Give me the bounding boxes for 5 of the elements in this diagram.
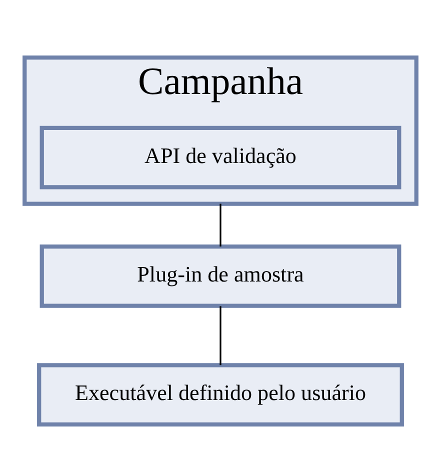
node-box: API de validação [40, 126, 402, 190]
connector [220, 306, 222, 366]
node-box: Executável definido pelo usuário [37, 363, 404, 427]
connector [220, 204, 222, 246]
node-box: Plug-in de amostra [40, 244, 402, 308]
